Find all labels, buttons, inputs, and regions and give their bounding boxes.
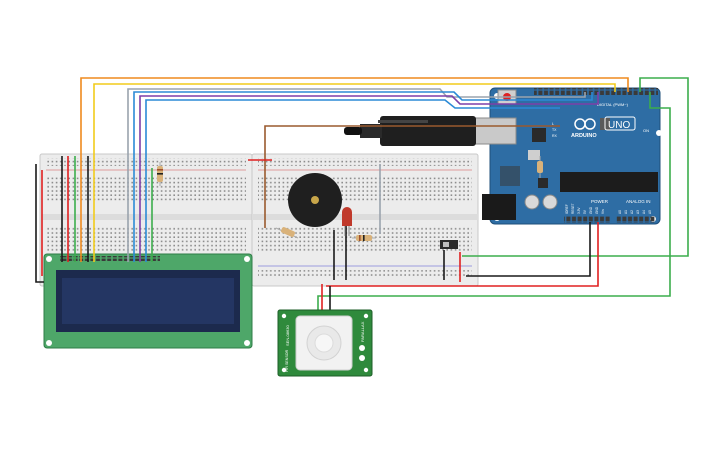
power-pin-label: IOREF — [565, 204, 569, 214]
l-led-label: L — [552, 122, 554, 126]
power-pin-label: 3.3V — [577, 207, 581, 214]
power-header-label: POWER — [591, 199, 609, 204]
pir-model-label: SEN-08630 — [285, 325, 290, 346]
pir-bottom-label: PIR SENSOR — [285, 349, 289, 372]
analog-pin-label: A1 — [624, 210, 628, 214]
analog-pin-label: A5 — [648, 210, 652, 214]
power-pin-label: Vin — [601, 209, 605, 214]
analog-pin-label: A0 — [618, 210, 622, 214]
power-pin-label: GND — [595, 206, 599, 214]
lcd-16x2[interactable] — [43, 253, 253, 349]
red-led[interactable] — [342, 207, 352, 236]
power-pin-label: GND — [589, 206, 593, 214]
pir-motion-sensor[interactable]: SEN-08630 PARALLAX PIR SENSOR — [277, 309, 373, 377]
analog-pin-label: A4 — [642, 210, 646, 214]
rx-led-label: RX — [552, 134, 558, 138]
power-pin-label: RESET — [571, 203, 575, 214]
arduino-uno-board[interactable]: ARDUINO UNO ON DIGITAL (PWM~) POWER ANAL… — [471, 87, 662, 225]
resistor-icon[interactable] — [157, 162, 163, 186]
power-pin-labels: IOREF RESET 3.3V 5V GND GND Vin — [565, 203, 605, 214]
analog-pin-label: A3 — [636, 210, 640, 214]
analog-pin-label: A2 — [630, 210, 634, 214]
tx-led-label: TX — [552, 128, 557, 132]
power-pin-label: 5V — [583, 209, 587, 214]
arduino-model-label: UNO — [608, 120, 630, 131]
resistor-icon[interactable] — [275, 226, 299, 239]
resistor-icon[interactable] — [352, 235, 376, 241]
on-led-label: ON — [643, 128, 649, 133]
piezo-buzzer[interactable] — [288, 173, 342, 227]
slide-switch[interactable] — [440, 240, 458, 249]
resistor-icon — [537, 156, 543, 178]
pir-side-label: PARALLAX — [360, 321, 365, 342]
digital-header-label: DIGITAL (PWM~) — [597, 102, 629, 107]
arduino-logo-icon — [574, 118, 596, 130]
arduino-brand-label: ARDUINO — [571, 133, 597, 139]
usb-cable-icon[interactable] — [344, 116, 476, 146]
wire-group[interactable] — [35, 77, 689, 310]
analog-header-label: ANALOG IN — [626, 199, 651, 204]
analog-pin-labels: A0 A1 A2 A3 A4 A5 — [618, 210, 652, 214]
